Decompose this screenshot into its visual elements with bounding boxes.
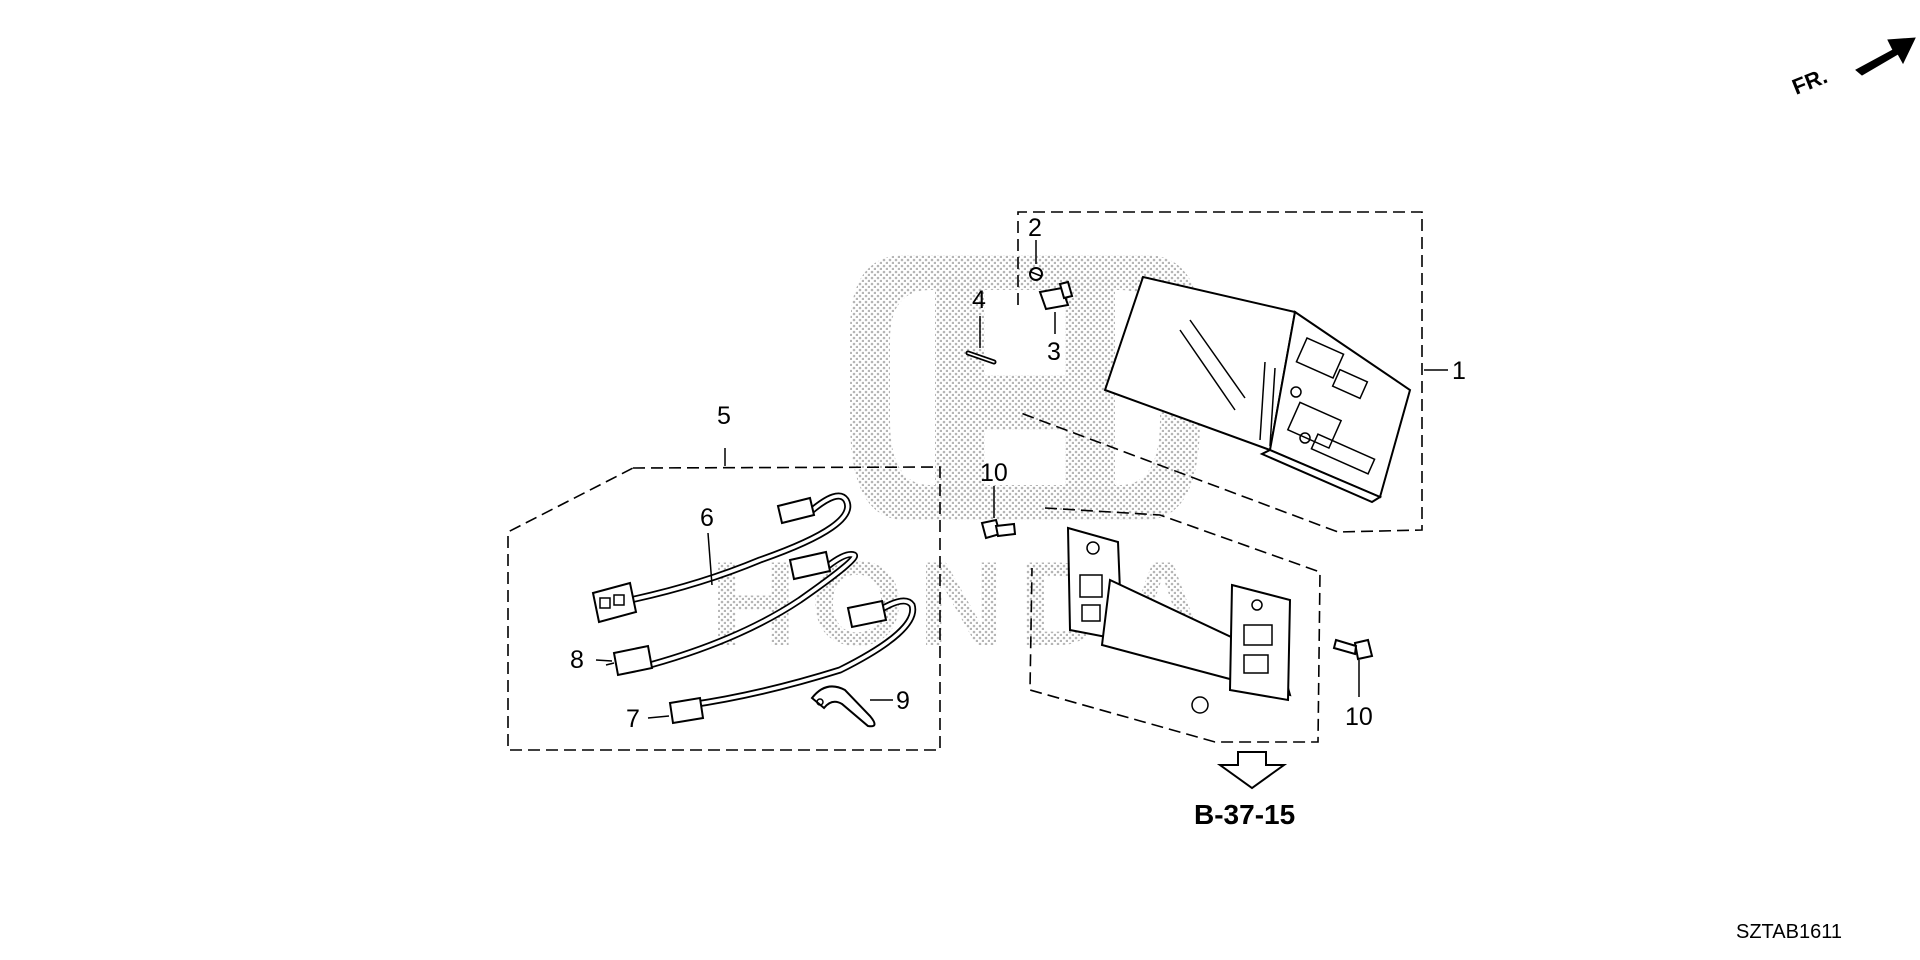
reference-section-label: B-37-15: [1194, 799, 1295, 830]
bracket-group-boundary: [1029, 507, 1321, 743]
callout-labels: 1 2 3 4 5 6 7 8 9 10 10: [570, 214, 1466, 733]
callout-9: 9: [896, 687, 910, 715]
diagram-code: SZTAB1611: [1736, 921, 1842, 943]
callout-10-right: 10: [1345, 703, 1373, 731]
part-10-bolt-left: [980, 518, 1017, 540]
callout-5: 5: [717, 402, 731, 430]
part-10-bolt-right: [1332, 638, 1374, 661]
part-3-clip: [1038, 280, 1074, 311]
callout-6: 6: [700, 504, 714, 532]
callout-3: 3: [1047, 338, 1061, 366]
part-7-connector: [668, 599, 888, 725]
callout-7: 7: [626, 705, 640, 733]
part-5-group-boundary: [507, 466, 941, 751]
callout-2: 2: [1028, 214, 1042, 242]
mounting-bracket: [1066, 526, 1292, 714]
part-8-connector: [605, 644, 654, 677]
cable-harnesses: [591, 492, 917, 728]
front-arrow-icon: [1855, 37, 1916, 76]
callout-4: 4: [972, 286, 986, 314]
part-2-screw: [1029, 267, 1043, 281]
callout-8: 8: [570, 646, 584, 674]
part-1-group-boundary: [1017, 211, 1423, 533]
display-unit: [1103, 275, 1412, 504]
leader-lines: [595, 240, 1448, 719]
front-direction-indicator: FR.: [1789, 37, 1916, 100]
reference-down-arrow-icon: [1216, 751, 1288, 790]
part-4-pin: [965, 350, 997, 365]
part-6-connector: [591, 496, 832, 624]
callout-10-left: 10: [980, 459, 1008, 487]
front-direction-label: FR.: [1789, 63, 1831, 99]
callout-1: 1: [1452, 357, 1466, 385]
part-9-clamp: [810, 685, 876, 728]
